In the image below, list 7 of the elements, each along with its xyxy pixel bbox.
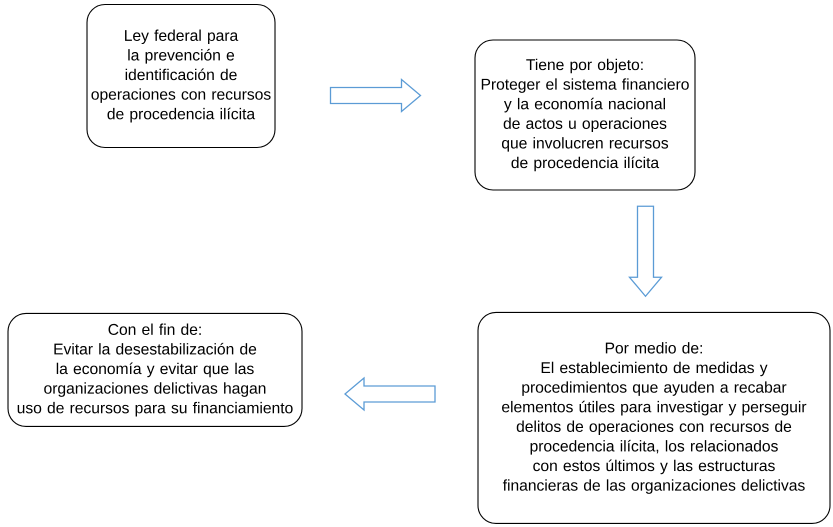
block-arrow — [330, 78, 422, 113]
text-box: Tiene por objeto: Proteger el sistema financiero y la economía nacional de actos u operaciones que involucren recursos de procedencia ilícita — [474, 39, 696, 191]
text-box: Con el fin de: Evitar la desestabilización de la economía y evitar que las organizaciones delictivas hagan uso de recursos para su financiamiento — [7, 312, 303, 428]
block-arrow — [628, 206, 663, 298]
text-box: Por medio de: El establecimiento de medidas y procedimientos que ayuden a recabar elementos útiles para investigar y perseguir delitos de operaciones con recursos de procedencia ilícita, los relacionados con estos últimos y las estructuras financieras de las organizaciones delictivas — [477, 312, 831, 524]
block-arrow — [344, 376, 436, 412]
text-box: Ley federal para la prevención e identificación de operaciones con recursos de procedencia ilícita — [86, 4, 276, 148]
